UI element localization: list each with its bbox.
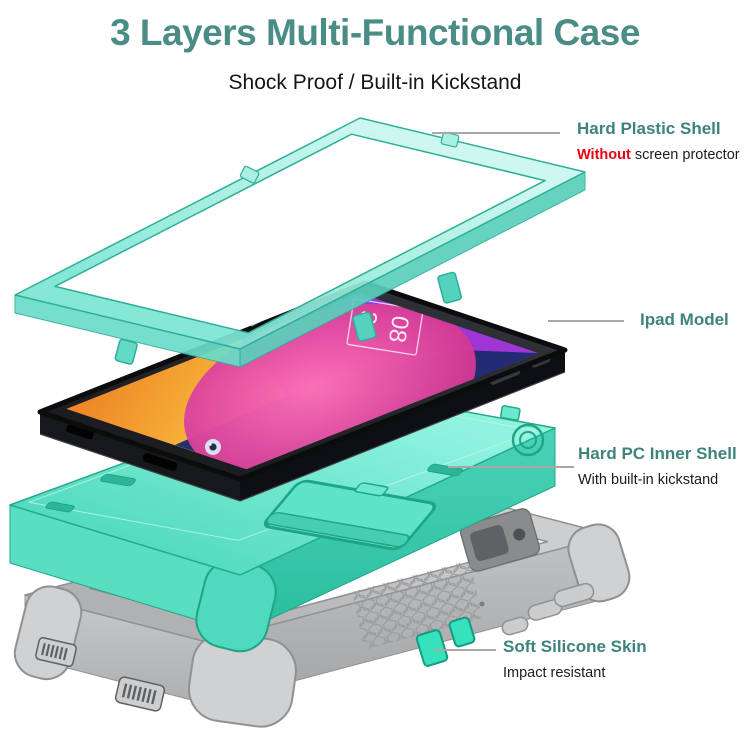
callout-hard-pc-inner-shell: Hard PC Inner Shell With built-in kickst…	[578, 444, 737, 488]
app-dot-icon	[71, 381, 81, 391]
leader-line-skin	[434, 649, 496, 651]
camera-cutout	[459, 508, 541, 572]
kickstand	[263, 479, 437, 551]
speaker-grille	[35, 637, 77, 667]
screw-dot	[479, 601, 485, 607]
callout-soft-silicone-skin: Soft Silicone Skin Impact resistant	[503, 637, 647, 681]
corner-bumper-right	[567, 523, 631, 603]
button-cutouts	[501, 582, 595, 636]
callout-shell-note-highlight: Without	[577, 147, 631, 163]
shell-clips	[114, 271, 462, 365]
leader-line-inner	[448, 466, 574, 468]
callout-tablet-label: Ipad Model	[640, 310, 729, 329]
inner-shell-camera-ring	[511, 423, 545, 457]
callout-shell-note-rest: screen protector	[634, 147, 740, 163]
speaker-grille	[114, 676, 166, 712]
page-subtitle: Shock Proof / Built-in Kickstand	[228, 71, 522, 94]
shell-edge-notches	[239, 131, 460, 184]
hard-plastic-shell-layer	[14, 117, 586, 368]
leader-line-shell	[432, 132, 560, 134]
callout-skin-note: Impact resistant	[503, 665, 606, 681]
honeycomb-texture	[352, 560, 485, 650]
callout-shell-label: Hard Plastic Shell	[577, 119, 721, 138]
tablet-edge-slots	[66, 424, 178, 471]
leader-line-tablet	[548, 320, 624, 322]
camera-icon	[205, 439, 221, 455]
inner-shell-clips	[415, 616, 476, 667]
callout-inner-label: Hard PC Inner Shell	[578, 444, 737, 463]
callout-ipad-model: Ipad Model	[640, 310, 729, 330]
callout-inner-note: With built-in kickstand	[578, 472, 719, 488]
callout-skin-label: Soft Silicone Skin	[503, 637, 647, 656]
page-title: 3 Layers Multi-Functional Case	[110, 12, 640, 53]
clock-hours: 08	[383, 314, 414, 345]
